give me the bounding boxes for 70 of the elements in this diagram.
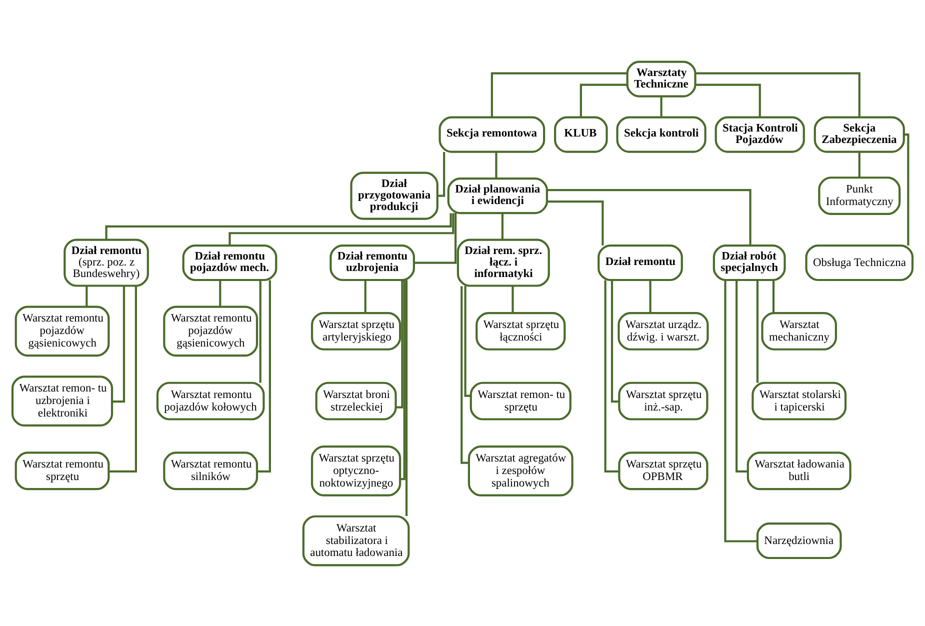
connector bbox=[724, 280, 758, 542]
connector bbox=[460, 286, 469, 464]
node-box: Obsługa Techniczna bbox=[805, 244, 914, 281]
connector bbox=[660, 96, 662, 117]
connector bbox=[649, 280, 652, 312]
connector bbox=[228, 212, 454, 246]
connector bbox=[904, 133, 910, 245]
connector bbox=[259, 280, 262, 382]
node-box: Warsztat remontu pojazdów gąsienicowych bbox=[163, 305, 258, 356]
connector bbox=[257, 280, 271, 472]
node-box: Warsztat mechaniczny bbox=[761, 311, 837, 350]
node-box: Dział przygotowania produkcji bbox=[350, 171, 438, 220]
node-box: Warsztat agregatów i zespołów spalinowych bbox=[468, 444, 574, 496]
node-box: Stacja Kontroli Pojazdów bbox=[714, 116, 805, 152]
node-box: Warsztat ładowania butli bbox=[746, 451, 852, 490]
connector bbox=[112, 286, 126, 402]
connector bbox=[580, 83, 628, 117]
node-box: Warsztat sprzętu inż.-sap. bbox=[618, 381, 708, 420]
node-box: Sekcja kontroli bbox=[616, 116, 706, 152]
node-box: Warsztat remontu sprzętu bbox=[14, 451, 110, 490]
connector bbox=[495, 151, 498, 178]
node-box: Dział remontu uzbrojenia bbox=[330, 244, 415, 281]
connector bbox=[501, 212, 504, 240]
connector bbox=[756, 280, 759, 382]
node-box: KLUB bbox=[554, 116, 608, 152]
connector bbox=[695, 72, 860, 117]
connector bbox=[610, 280, 620, 402]
node-box: Dział planowania i ewidencji bbox=[447, 177, 548, 214]
connector bbox=[490, 72, 628, 117]
node-box: Warsztat sprzętu OPBMR bbox=[618, 451, 708, 490]
connector bbox=[405, 280, 408, 516]
connector bbox=[86, 285, 88, 306]
node-box: Warsztat sprzętu łączności bbox=[476, 311, 566, 350]
connector bbox=[696, 83, 761, 117]
connector bbox=[219, 280, 222, 306]
node-box: Dział remontu bbox=[598, 244, 683, 281]
node-box: Sekcja Zabezpieczenia bbox=[814, 116, 905, 152]
connector bbox=[858, 151, 860, 177]
node-box: Punkt Informatyczny bbox=[818, 176, 901, 215]
connector bbox=[546, 188, 752, 246]
node-box: Warsztat remon- tu sprzętu bbox=[470, 381, 572, 420]
node-box: Dział remontu (sprz. poz. z Bundeswehry) bbox=[64, 238, 149, 286]
node-box: Warsztat stolarski i tapicerski bbox=[752, 381, 847, 420]
connector bbox=[414, 212, 457, 264]
node-box: Warsztat stabilizatora i automatu ładowania bbox=[302, 514, 410, 566]
node-box: Warsztat remontu pojazdów gąsienicowych bbox=[14, 305, 110, 356]
connector bbox=[736, 280, 748, 472]
connector bbox=[464, 285, 471, 396]
node-box: Warsztat broni strzeleckiej bbox=[315, 381, 397, 420]
connector bbox=[108, 285, 137, 472]
node-box: Warsztat remontu pojazdów kołowych bbox=[156, 381, 265, 420]
node-box: Warsztat remontu silników bbox=[163, 451, 258, 490]
connector bbox=[396, 280, 404, 408]
node-box: Warsztat remon- tu uzbrojenia i elektroniki bbox=[11, 375, 114, 426]
node-box: Warsztaty Techniczne bbox=[626, 60, 696, 97]
connector bbox=[547, 200, 604, 245]
connector bbox=[105, 212, 452, 240]
node-box: Dział remontu pojazdów mech. bbox=[182, 244, 278, 281]
node-box: Dział robót specjalnych bbox=[712, 244, 786, 281]
connector bbox=[772, 280, 775, 312]
node-box: Sekcja remontowa bbox=[438, 116, 546, 152]
node-box: Narzędziownia bbox=[756, 522, 842, 559]
connector bbox=[400, 280, 406, 480]
node-box: Warsztat sprzętu optyczno- noktowizyjnego bbox=[310, 444, 402, 496]
node-box: Dział rem. sprz. łącz. i informatyki bbox=[456, 238, 550, 286]
connector bbox=[364, 280, 366, 312]
connector bbox=[512, 285, 514, 312]
node-box: Warsztat urządz. dźwig. i warszt. bbox=[618, 311, 709, 350]
connector bbox=[438, 151, 446, 196]
node-box: Warsztat sprzętu artyleryjskiego bbox=[310, 311, 402, 350]
